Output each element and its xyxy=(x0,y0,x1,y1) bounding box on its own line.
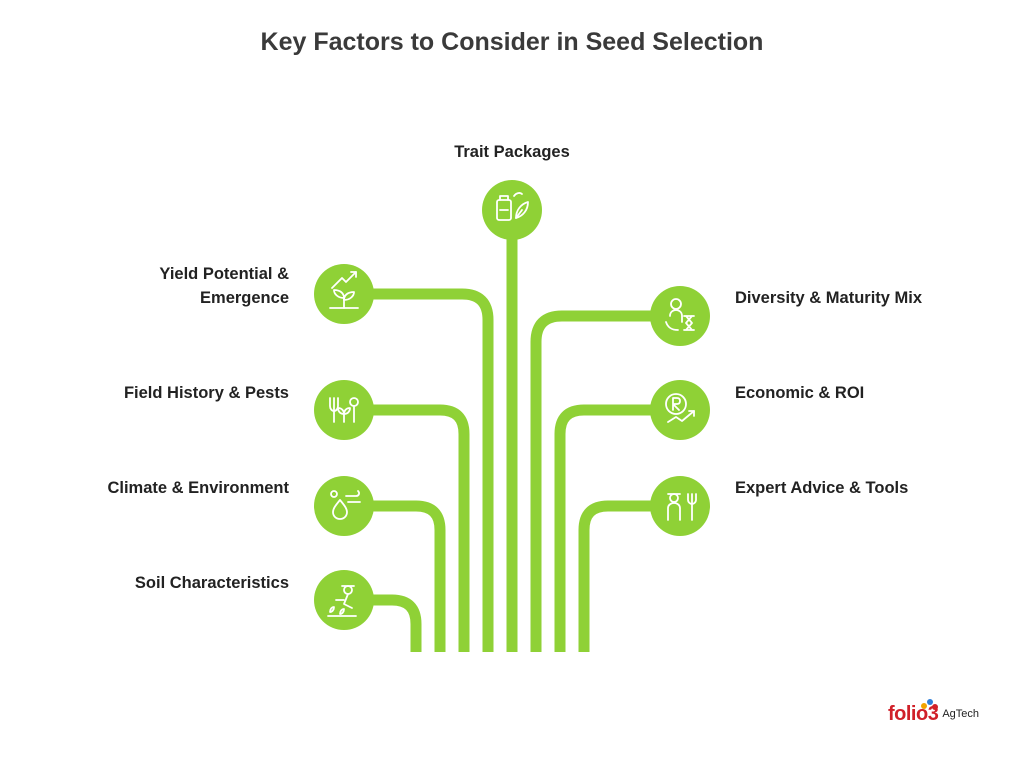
label-trait-packages: Trait Packages xyxy=(454,143,570,161)
branch-field-history xyxy=(370,404,470,652)
field-pests-icon xyxy=(329,397,359,423)
yield-circle xyxy=(314,264,374,324)
economic-circle xyxy=(650,380,710,440)
trait-circle xyxy=(482,180,542,240)
logo-brand: folio3 xyxy=(888,703,939,725)
trait-packages-icon xyxy=(496,192,529,221)
branch-soil xyxy=(370,594,422,652)
branch-economic xyxy=(554,404,654,652)
label-expert: Expert Advice & Tools xyxy=(735,479,909,497)
diversity-icon xyxy=(665,298,695,331)
soil-farmer-icon xyxy=(327,585,357,617)
label-economic: Economic & ROI xyxy=(735,384,865,402)
label-yield-potential: Yield Potential & Emergence xyxy=(159,265,289,307)
diversity-circle xyxy=(650,286,710,346)
yield-growth-icon xyxy=(329,271,359,309)
climate-icon xyxy=(330,490,361,520)
branch-yield-potential xyxy=(370,288,494,652)
page-title: Key Factors to Consider in Seed Selectio… xyxy=(260,28,764,56)
label-soil: Soil Characteristics xyxy=(134,574,289,592)
label-diversity: Diversity & Maturity Mix xyxy=(735,289,923,307)
label-climate: Climate & Environment xyxy=(107,479,289,497)
field-circle xyxy=(314,380,374,440)
economic-roi-icon xyxy=(665,393,695,423)
branch-diversity xyxy=(530,310,654,652)
branch-climate xyxy=(370,500,446,652)
label-field-history: Field History & Pests xyxy=(123,384,289,402)
branch-expert xyxy=(578,500,654,652)
logo-sub: AgTech xyxy=(942,708,980,720)
expert-advice-icon xyxy=(667,493,697,521)
